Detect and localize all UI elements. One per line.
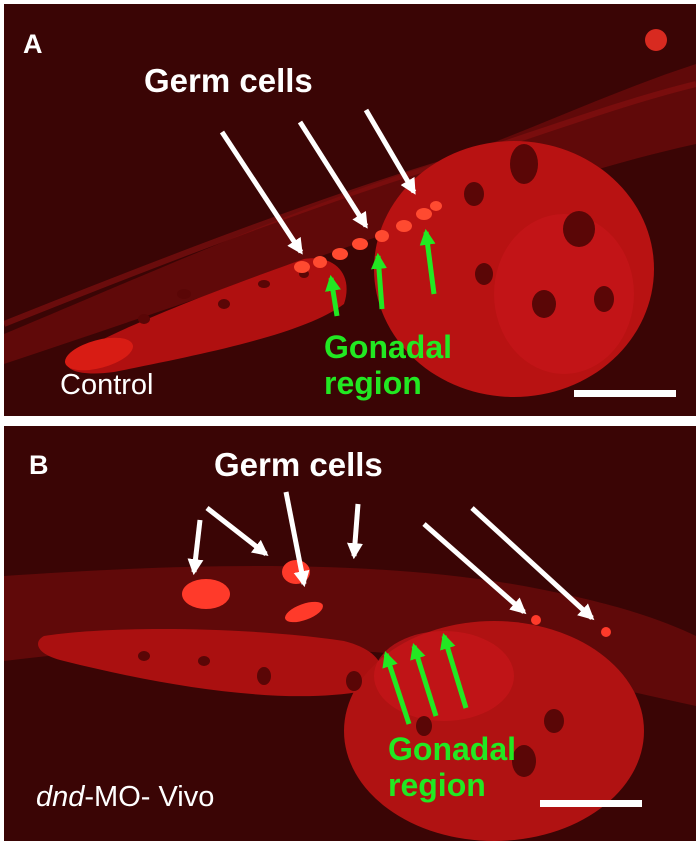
condition-label: Control [60, 369, 154, 401]
germ-cells-row [294, 201, 442, 273]
gonadal-region-arrows [325, 228, 437, 317]
panel-b-micrograph [4, 491, 696, 841]
gonadal-region-label: Gonadal region [388, 731, 517, 804]
panel-a-micrograph [4, 29, 696, 397]
gonadal-label-line2: region [324, 364, 422, 401]
pigment-spots [138, 144, 614, 324]
germ-cell-arrows [187, 491, 595, 621]
panel-letter: A [23, 29, 43, 59]
gonadal-region-label: Gonadal region [324, 329, 453, 402]
yolk-sac-highlight [374, 631, 514, 721]
yolk-sac-highlight [494, 214, 634, 374]
scale-bar [574, 390, 676, 397]
scale-bar [540, 800, 642, 807]
panel-a: A Germ cells Gonadal region Control [4, 4, 696, 416]
condition-label-italic: dnd [36, 781, 85, 813]
yolk-extension-tip [64, 337, 134, 371]
condition-label-rest: -MO- Vivo [84, 781, 215, 813]
gonadal-label-line1: Gonadal [324, 329, 453, 365]
larva-dorsal-stripe [4, 81, 696, 327]
gonadal-label-line2: region [388, 766, 486, 803]
yolk-extension [65, 258, 347, 374]
panel-letter: B [29, 450, 49, 480]
germ-cells-label: Germ cells [144, 62, 313, 99]
gonadal-label-line1: Gonadal [388, 731, 517, 767]
condition-label: dnd-MO- Vivo [36, 783, 214, 812]
yolk-extension [38, 629, 382, 697]
gonadal-region-arrows [382, 632, 469, 725]
pigment-spots [138, 651, 564, 777]
germ-cells-label: Germ cells [214, 446, 383, 483]
germ-cells [182, 560, 611, 637]
head-glow [645, 29, 667, 51]
germ-cell-arrows [219, 108, 417, 255]
panel-b: B Germ cells Gonadal region dnd-MO- Vivo [4, 426, 696, 841]
